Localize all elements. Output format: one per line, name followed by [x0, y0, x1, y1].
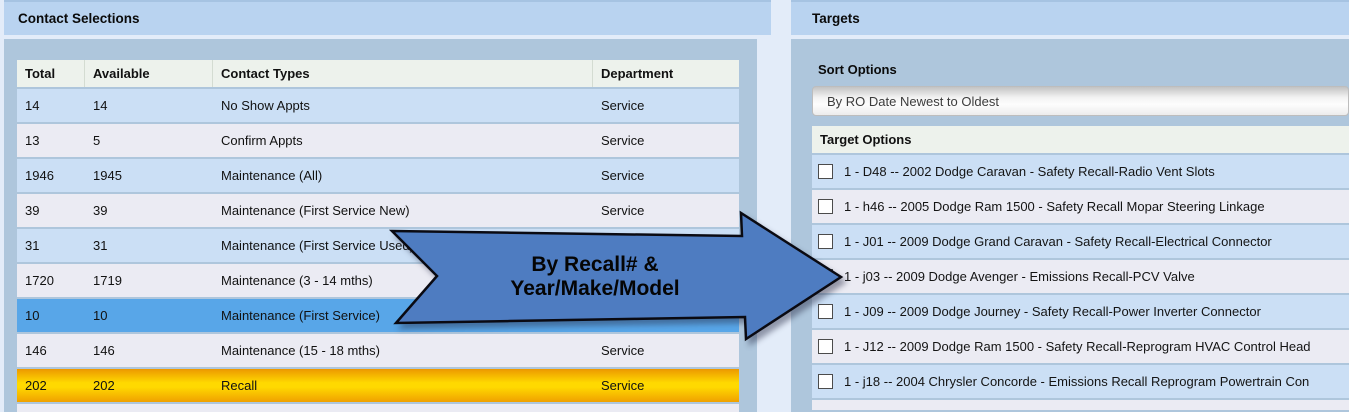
- target-option-row[interactable]: 1 - D48 -- 2002 Dodge Caravan - Safety R…: [812, 155, 1349, 188]
- cell-available: 1719: [93, 273, 122, 288]
- target-option-row[interactable]: 1 - h46 -- 2005 Dodge Ram 1500 - Safety …: [812, 190, 1349, 223]
- cell-total: 10: [25, 308, 40, 323]
- callout-arrow-shape: [388, 210, 844, 342]
- sort-options-dropdown[interactable]: By RO Date Newest to Oldest: [812, 86, 1349, 116]
- target-checkbox[interactable]: [818, 234, 833, 249]
- table-row[interactable]: 13 5 Confirm Appts Service: [17, 124, 739, 157]
- cell-total: 14: [25, 98, 40, 113]
- targets-header: Targets: [791, 0, 1349, 35]
- cell-contact-type: Recall: [221, 378, 258, 393]
- cell-department: Service: [601, 98, 645, 113]
- target-option-label: 1 - j18 -- 2004 Chrysler Concorde - Emis…: [844, 374, 1310, 389]
- target-option-label: 1 - J01 -- 2009 Dodge Grand Caravan - Sa…: [844, 234, 1272, 249]
- sort-options-label: Sort Options: [818, 62, 897, 77]
- cell-available: 202: [93, 378, 115, 393]
- target-options-table: Target Options 1 - D48 -- 2002 Dodge Car…: [812, 126, 1349, 410]
- target-option-row[interactable]: 1 - J09 -- 2009 Dodge Journey - Safety R…: [812, 295, 1349, 328]
- cell-total: 202: [25, 378, 47, 393]
- cell-contact-type: Maintenance (First Service New): [221, 203, 410, 218]
- callout-arrow: By Recall# & Year/Make/Model: [388, 210, 844, 342]
- target-checkbox[interactable]: [818, 374, 833, 389]
- cell-available: 31: [93, 238, 108, 253]
- target-option-row[interactable]: 1 - j03 -- 2009 Dodge Avenger - Emission…: [812, 260, 1349, 293]
- contact-selections-header: Contact Selections: [4, 0, 771, 35]
- cell-available: 5: [93, 133, 101, 148]
- cell-department: Service: [601, 203, 645, 218]
- partial-row: [17, 404, 739, 412]
- target-option-label: 1 - D48 -- 2002 Dodge Caravan - Safety R…: [844, 164, 1215, 179]
- target-option-row[interactable]: 1 - j18 -- 2004 Chrysler Concorde - Emis…: [812, 365, 1349, 398]
- header-department: Department: [601, 66, 674, 81]
- contact-selections-table: Total Available Contact Types Department…: [17, 60, 739, 412]
- cell-total: 1946: [25, 168, 54, 183]
- sort-options-value: By RO Date Newest to Oldest: [827, 93, 999, 109]
- cell-contact-type: Maintenance (3 - 14 mths): [221, 273, 373, 288]
- cell-contact-type: Maintenance (First Service): [221, 308, 380, 323]
- cell-department: Service: [601, 343, 645, 358]
- cell-available: 14: [93, 98, 108, 113]
- cell-available: 10: [93, 308, 108, 323]
- target-option-label: 1 - j03 -- 2009 Dodge Avenger - Emission…: [844, 269, 1195, 284]
- table-row[interactable]: 146 146 Maintenance (15 - 18 mths) Servi…: [17, 334, 739, 367]
- contact-selections-title: Contact Selections: [18, 11, 140, 26]
- callout-arrow-text-line2: Year/Make/Model: [510, 277, 679, 300]
- cell-contact-type: Maintenance (All): [221, 168, 323, 183]
- table-row-recall[interactable]: 202 202 Recall Service: [17, 369, 739, 402]
- header-total: Total: [17, 60, 85, 87]
- header-contact-types: Contact Types: [213, 60, 593, 87]
- header-available: Available: [85, 60, 213, 87]
- cell-total: 31: [25, 238, 40, 253]
- callout-arrow-text-line1: By Recall# &: [531, 253, 658, 276]
- target-option-label: 1 - J09 -- 2009 Dodge Journey - Safety R…: [844, 304, 1261, 319]
- table-row[interactable]: 1946 1945 Maintenance (All) Service: [17, 159, 739, 192]
- cell-contact-type: Maintenance (15 - 18 mths): [221, 343, 380, 358]
- target-checkbox[interactable]: [818, 339, 833, 354]
- target-option-label: 1 - J12 -- 2009 Dodge Ram 1500 - Safety …: [844, 339, 1311, 354]
- partial-row: [812, 400, 1349, 410]
- target-option-row[interactable]: 1 - J12 -- 2009 Dodge Ram 1500 - Safety …: [812, 330, 1349, 363]
- target-checkbox[interactable]: [818, 164, 833, 179]
- target-checkbox[interactable]: [818, 304, 833, 319]
- table-row[interactable]: 39 39 Maintenance (First Service New) Se…: [17, 194, 739, 227]
- cell-total: 146: [25, 343, 47, 358]
- cell-contact-type: No Show Appts: [221, 98, 310, 113]
- cell-department: Service: [601, 378, 645, 393]
- cell-contact-type: Maintenance (First Service Used): [221, 238, 414, 253]
- target-checkbox[interactable]: [818, 199, 833, 214]
- cell-available: 1945: [93, 168, 122, 183]
- cell-contact-type: Confirm Appts: [221, 133, 303, 148]
- cell-total: 1720: [25, 273, 54, 288]
- target-options-title: Target Options: [820, 132, 912, 147]
- cell-available: 39: [93, 203, 108, 218]
- cell-total: 39: [25, 203, 40, 218]
- table-row[interactable]: 14 14 No Show Appts Service: [17, 89, 739, 122]
- target-options-header: Target Options: [812, 126, 1349, 153]
- cell-total: 13: [25, 133, 40, 148]
- cell-department: Service: [601, 168, 645, 183]
- target-option-row[interactable]: 1 - J01 -- 2009 Dodge Grand Caravan - Sa…: [812, 225, 1349, 258]
- target-option-label: 1 - h46 -- 2005 Dodge Ram 1500 - Safety …: [844, 199, 1265, 214]
- contact-table-header-row: Total Available Contact Types Department: [17, 60, 739, 87]
- cell-department: Service: [601, 133, 645, 148]
- targets-title: Targets: [812, 11, 860, 26]
- cell-available: 146: [93, 343, 115, 358]
